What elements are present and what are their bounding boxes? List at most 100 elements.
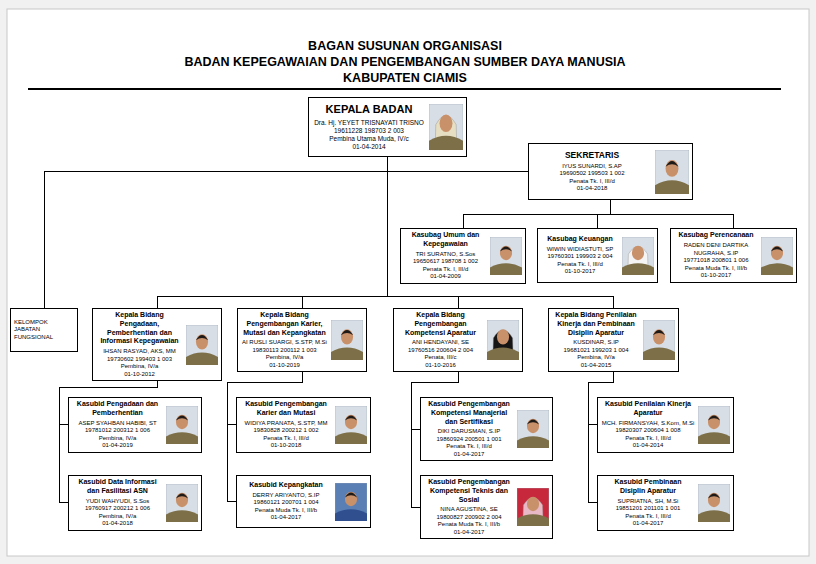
text-column: SEKRETARISIYUS SUNARDI, S.AP19690502 199… <box>532 150 652 193</box>
position-title: Kepala Bidang Pengadaan, Pemberhentian d… <box>96 311 183 346</box>
photo-background <box>487 320 519 360</box>
portrait-photo <box>643 320 675 360</box>
photo-face <box>440 115 453 132</box>
photo-face <box>527 419 539 433</box>
portrait-photo <box>186 325 218 365</box>
rank-grade: Pembina, IV/a <box>241 354 328 362</box>
position-box: Kasubag Umum dan KepegawaianTRI SURATNO,… <box>400 228 526 284</box>
start-date: 01-04-2017 <box>601 520 695 528</box>
start-date: 01-04-2014 <box>312 143 426 151</box>
group-box: KELOMPOK JABATAN FUNGSIONAL <box>10 308 78 352</box>
photo-hair <box>708 415 720 420</box>
photo-background <box>698 484 730 522</box>
start-date: 01-10-2017 <box>674 272 758 280</box>
org-connector <box>157 157 388 308</box>
position-box: Kepala Bidang Pengembangan Kompetensi Ap… <box>393 308 523 372</box>
org-connector <box>611 200 734 228</box>
photo-background <box>622 237 654 275</box>
employee-id: 19611228 198703 2 003 <box>312 127 426 135</box>
photo-face <box>708 414 720 428</box>
employee-id: 19830113 200112 1 003 <box>241 347 328 355</box>
photo-background <box>761 237 793 275</box>
photo-uniform <box>186 352 218 364</box>
photo-uniform <box>335 509 367 521</box>
photo-face <box>341 329 353 344</box>
photo-hair <box>176 415 188 420</box>
photo-face <box>345 414 357 428</box>
text-column: KEPALA BADANDra. Hj. YEYET TRISNAYATI TR… <box>312 103 426 151</box>
portrait-photo <box>517 488 549 526</box>
chart-subtitle: BADAN KEPEGAWAIAN DAN PENGEMBANGAN SUMBE… <box>0 54 810 70</box>
text-column: Kasubag Umum dan KepegawaianTRI SURATNO,… <box>404 231 487 281</box>
photo-background <box>186 325 218 365</box>
photo-face <box>500 245 512 259</box>
photo-face <box>666 160 679 177</box>
photo-background <box>331 320 363 360</box>
official-name: KUSDINAR, S.IP <box>552 339 640 347</box>
rank-grade: Pembina, IV/a <box>552 354 640 362</box>
position-box: Kasubid Pengembangan Kompetensi Manajeri… <box>420 397 553 461</box>
rank-grade: Penata Tk. I, III/d <box>532 178 652 186</box>
portrait-photo <box>166 484 198 522</box>
position-box: Kasubid KepangkatanDERRY ARIYANTO, S.IP1… <box>236 475 371 528</box>
position-title: Kepala Bidang Pengembangan Karier, Mutas… <box>241 311 328 337</box>
rank-grade: Pembina, IV/a <box>72 513 163 521</box>
photo-face <box>176 414 188 428</box>
rank-grade: Pembina Utama Muda, IV/c <box>312 135 426 143</box>
official-name: YUDI WAHYUDI, S.Sos <box>72 498 163 506</box>
text-column: Kasubid Penilaian Kinerja AparaturMCH. F… <box>601 400 695 450</box>
group-title: KELOMPOK JABATAN FUNGSIONAL <box>14 319 74 342</box>
photo-uniform <box>429 136 463 150</box>
portrait-photo <box>490 237 522 275</box>
text-column: Kasubag PerencanaanRADEN DENI DARTIKA NU… <box>674 231 758 279</box>
position-title: Kasubag Keuangan <box>541 235 619 244</box>
official-name: MCH. FIRMANSYAH, S.Kom, M.Si <box>601 420 695 428</box>
rank-grade: Pembina, IV/a <box>96 363 183 371</box>
rank-grade: Pembina, IV/a <box>72 435 163 443</box>
photo-background <box>335 406 367 444</box>
portrait-photo <box>429 104 463 150</box>
photo-face <box>653 329 665 344</box>
photo-face <box>527 497 539 511</box>
page-frame <box>7 9 809 556</box>
photo-background <box>490 237 522 275</box>
start-date: 01-04-2014 <box>601 442 695 450</box>
portrait-photo <box>487 320 519 360</box>
official-name: DERRY ARIYANTO, S.IP <box>240 492 332 500</box>
position-title: Kepala Bidang Pengembangan Kompetensi Ap… <box>397 311 484 337</box>
official-name: WIDIYA PRANATA, S.STP, MM <box>240 420 332 428</box>
start-date: 01-04-2017 <box>240 514 332 522</box>
text-column: Kepala Bidang Penilaian Kinerja dan Pemb… <box>552 311 640 369</box>
official-name: RADEN DENI DARTIKA NUGRAHA, S.IP <box>674 242 758 257</box>
photo-hair <box>345 415 357 420</box>
position-box: Kepala Bidang Penilaian Kinerja dan Pemb… <box>548 308 679 372</box>
position-title: Kepala Bidang Penilaian Kinerja dan Pemb… <box>552 311 640 337</box>
photo-hair <box>708 493 720 498</box>
official-name: NINA AGUSTINA, SE <box>424 506 514 514</box>
employee-id: 19760917 200212 1 006 <box>72 505 163 513</box>
employee-id: 19771018 200801 1 006 <box>674 257 758 265</box>
official-name: IHSAN RASYAD, AKS, MM <box>96 348 183 356</box>
rank-grade: Penata Tk. I, III/d <box>424 443 514 451</box>
official-name: WIWIN WIDIASTUTI, SP <box>541 246 619 254</box>
text-column: Kasubid Pengembangan Kompetensi Manajeri… <box>424 400 514 458</box>
photo-face <box>345 491 357 505</box>
official-name: DIKI DARUSMAN, S.IP <box>424 428 514 436</box>
photo-background <box>655 150 689 194</box>
title-rule <box>28 88 781 90</box>
photo-uniform <box>166 510 198 522</box>
official-name: ASEP SYAHBAN HABIBI, ST <box>72 420 163 428</box>
text-column: Kepala Bidang Pengembangan Karier, Mutas… <box>241 311 328 369</box>
rank-grade: Penata Muda Tk. I, III/b <box>674 265 758 273</box>
start-date: 01-04-2009 <box>404 273 487 281</box>
position-box: Kasubag KeuanganWIWIN WIDIASTUTI, SP1976… <box>537 228 658 283</box>
photo-face <box>632 245 644 259</box>
photo-hair <box>176 493 188 498</box>
photo-hair <box>196 335 208 340</box>
org-connector <box>388 157 529 172</box>
photo-background <box>643 320 675 360</box>
photo-background <box>429 104 463 150</box>
employee-id: 19690502 199503 1 002 <box>532 170 652 178</box>
official-name: AI RUSLI SUARGI, S.STP, M.Si <box>241 339 328 347</box>
photo-hair <box>527 420 539 425</box>
